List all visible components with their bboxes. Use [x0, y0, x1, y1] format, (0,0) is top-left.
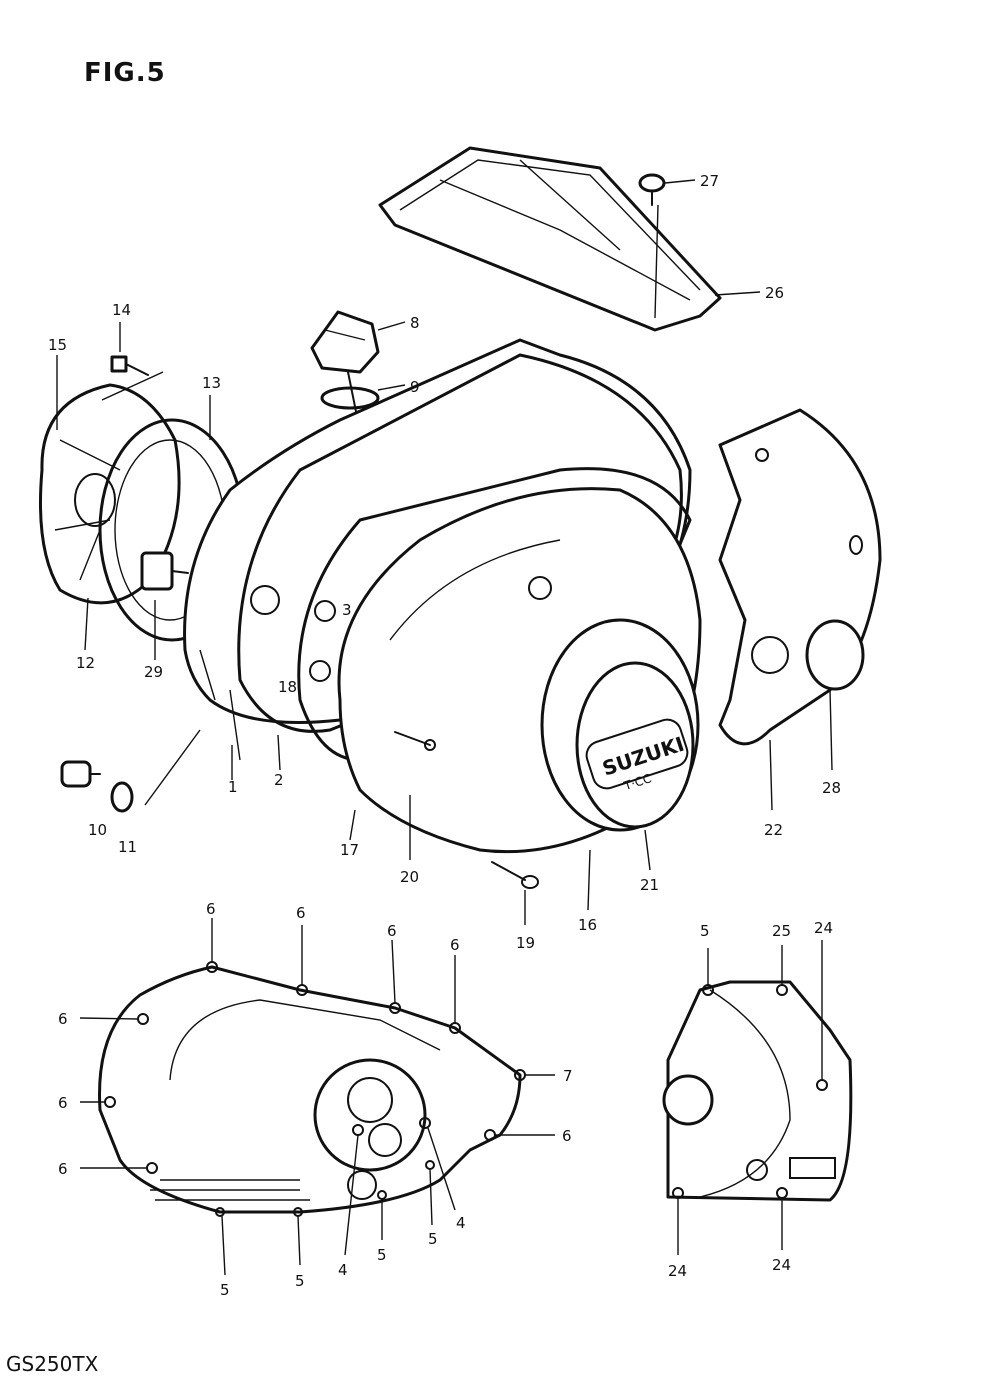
callout-label: 22 — [764, 821, 783, 839]
callout-label: 24 — [668, 1262, 687, 1280]
plug-part-28 — [805, 619, 865, 691]
callout-label: 6 — [387, 922, 397, 940]
callout-label: 13 — [202, 374, 221, 392]
bolt-part-29 — [140, 551, 189, 591]
badge-part-21: SUZUKI T·CC — [540, 618, 700, 832]
callout-label: 16 — [578, 916, 597, 934]
washer-part-11 — [110, 781, 134, 813]
callout-label: 5 — [220, 1281, 230, 1299]
callout-label: 7 — [563, 1067, 573, 1085]
crankcase-cover-outline — [98, 961, 526, 1217]
side-cover-part-22 — [718, 408, 882, 746]
model-code: GS250TX — [6, 1352, 99, 1376]
gasket-part-17 — [297, 467, 692, 762]
callout-label: 6 — [562, 1127, 572, 1145]
side-cover-outline — [662, 980, 853, 1202]
screw-part-27 — [638, 173, 666, 319]
callout-label: 9 — [410, 378, 420, 396]
callout-label: 5 — [377, 1246, 387, 1264]
callout-label: 4 — [456, 1214, 466, 1232]
oil-cap-part-8 — [310, 310, 383, 541]
callout-label: 11 — [118, 838, 137, 856]
callout-label: 21 — [640, 876, 659, 894]
figure-title: FIG.5 — [84, 58, 166, 88]
leader-line — [144, 729, 201, 806]
callout-label: 14 — [112, 301, 131, 319]
callout-label: 5 — [428, 1230, 438, 1248]
callout-label: 3 — [342, 601, 352, 619]
callout-label: 24 — [814, 919, 833, 937]
bolt-part-14 — [101, 355, 164, 401]
callout-label: 18 — [278, 678, 297, 696]
callout-label: 19 — [516, 934, 535, 952]
callout-label: 6 — [58, 1094, 68, 1112]
callout-label: 6 — [206, 900, 216, 918]
bolt-part-20 — [394, 731, 436, 751]
callout-labels: 27 26 8 9 14 15 13 3 18 12 29 10 11 1 2 … — [48, 172, 841, 1299]
callout-label: 20 — [400, 868, 419, 886]
callout-label: 27 — [700, 172, 719, 190]
outer-plate-part-15 — [39, 383, 181, 605]
callout-label: 10 — [88, 821, 107, 839]
callout-label: 17 — [340, 841, 359, 859]
callout-label: 6 — [296, 904, 306, 922]
callout-label: 5 — [295, 1272, 305, 1290]
callout-label: 29 — [144, 663, 163, 681]
callout-label: 12 — [76, 654, 95, 672]
callout-label: 4 — [338, 1261, 348, 1279]
callout-label: 26 — [765, 284, 784, 302]
callout-label: 28 — [822, 779, 841, 797]
callout-label: 15 — [48, 336, 67, 354]
top-cover-part-26 — [378, 146, 722, 332]
callout-label: 24 — [772, 1256, 791, 1274]
bolt-part-19 — [491, 861, 539, 889]
callout-label: 5 — [700, 922, 710, 940]
gasket-part-2 — [237, 353, 683, 733]
callout-label: 1 — [228, 778, 238, 796]
callout-label: 2 — [274, 771, 284, 789]
o-ring-part-9 — [320, 386, 380, 410]
callout-label: 25 — [772, 922, 791, 940]
callout-label: 6 — [450, 936, 460, 954]
drain-plug-part-10 — [60, 760, 101, 788]
leader-lines — [56, 179, 833, 1276]
callout-label: 8 — [410, 314, 420, 332]
callout-label: 6 — [58, 1010, 68, 1028]
callout-label: 6 — [58, 1160, 68, 1178]
